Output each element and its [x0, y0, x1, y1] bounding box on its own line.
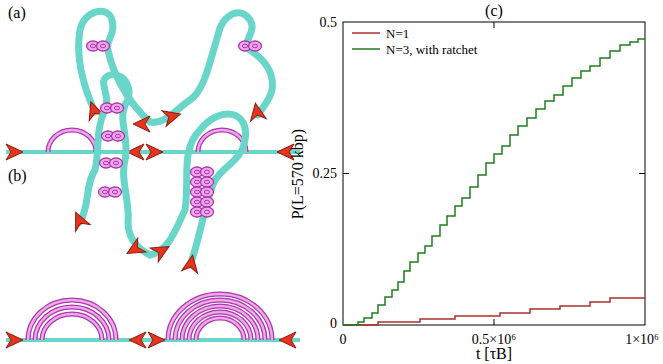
legend-text: N=3, with ratchet	[386, 43, 477, 56]
tick-label: 0.25	[313, 167, 338, 181]
curve-n3-ratchet	[343, 39, 645, 325]
tick-label: 0	[330, 317, 337, 331]
tick-label: 1×10⁶	[625, 333, 659, 347]
linear-schematic-a	[6, 130, 300, 160]
axis-title: t [τB]	[476, 346, 512, 362]
plot-axes	[343, 22, 645, 325]
curve-n1	[343, 298, 645, 325]
chromatin-loops-b	[68, 75, 245, 274]
legend-samples	[352, 33, 380, 49]
chromatin-loops-a	[79, 11, 273, 132]
panel-label: (b)	[8, 168, 27, 184]
tick-label: 0	[340, 333, 347, 347]
linear-schematic-b	[6, 294, 300, 348]
panel-label: (c)	[485, 3, 503, 19]
panel-label: (a)	[8, 5, 26, 21]
tick-label: 0.5	[320, 16, 338, 30]
tick-label: 0.5×10⁶	[472, 333, 516, 347]
legend-text: N=1	[386, 27, 409, 40]
axis-title: P(L=570 kbp)	[290, 129, 306, 219]
